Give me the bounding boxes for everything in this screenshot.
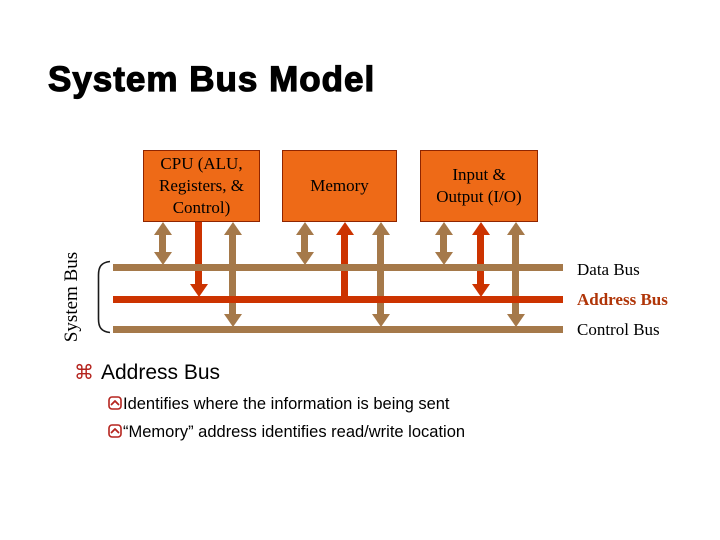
data-bus-label: Data Bus [577,260,640,279]
control-bus-label: Control Bus [577,320,660,339]
memory-to-control-bus-arrow [372,222,390,327]
note-item: “Memory” address identifies read/write l… [108,423,465,442]
io-box-line: Output (I/O) [436,187,522,206]
note-item: Identifies where the information is bein… [108,395,450,414]
address-bus-line [113,296,563,303]
command-bullet-icon: ⌘ [74,360,94,384]
cpu-box-line: Control) [172,198,231,217]
cpu-box-line: Registers, & [159,176,244,195]
cpu-to-control-bus-arrow [224,222,242,327]
note-text: Identifies where the information is bein… [123,395,450,413]
system-bus-label: System Bus [61,251,82,343]
cpu-to-data-bus-arrow [154,222,172,265]
io-box-line: Input & [452,165,506,184]
data-bus-line [113,264,563,271]
system-bus-bracket [97,260,111,334]
memory-to-data-bus-arrow [296,222,314,265]
cpu-to-address-bus-arrow [190,222,208,297]
notes-heading: Address Bus [101,361,221,384]
control-bus-line [113,326,563,333]
cpu-box-line: CPU (ALU, [160,154,243,173]
io-to-control-bus-arrow [507,222,525,327]
address-bus-to-memory-arrow [336,222,354,297]
io-to-data-bus-arrow [435,222,453,265]
address-bus-label: Address Bus [577,290,668,309]
note-text: “Memory” address identifies read/write l… [123,423,466,441]
cpu-box: CPU (ALU, Registers, & Control) [143,150,260,222]
caret-box-bullet-icon [108,424,122,438]
slide-title: System Bus Model [47,59,376,99]
caret-box-bullet-icon [108,396,122,410]
memory-box: Memory [282,150,397,222]
notes-heading-row: ⌘ Address Bus [74,360,220,385]
io-box: Input & Output (I/O) [420,150,538,222]
io-to-address-bus-arrow [472,222,490,297]
memory-box-line: Memory [310,176,369,195]
